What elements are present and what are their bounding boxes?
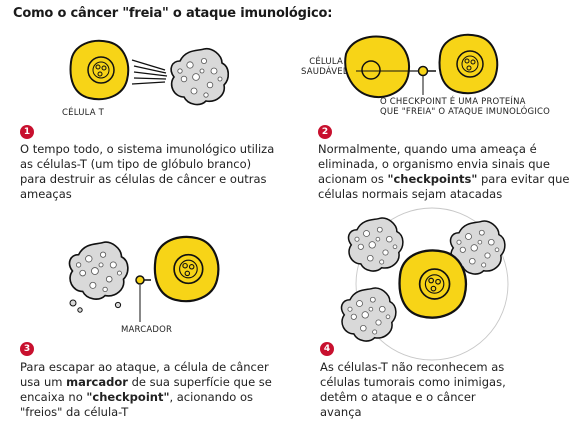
panel-4-text: As células-T não reconhecem as células t… — [320, 360, 506, 419]
t-cell — [398, 249, 468, 319]
healthy-cell-label: CÉLULA SAUDÁVEL — [301, 57, 348, 77]
cancer-cell — [347, 217, 404, 272]
marker-label: MARCADOR — [121, 325, 173, 335]
step-badge-4: 4 — [320, 342, 334, 356]
panel-2-diagram — [344, 33, 499, 98]
cancer-cell — [340, 287, 397, 342]
t-cell-label: CÉLULA T — [62, 108, 105, 118]
panel-1-text: O tempo todo, o sistema imunológico util… — [20, 142, 275, 201]
marker — [135, 275, 145, 285]
cancer-cell — [170, 47, 230, 106]
t-cell — [438, 33, 499, 95]
attack-lines — [131, 59, 168, 85]
panel-2-text: Normalmente, quando uma ameaça é elimina… — [318, 142, 570, 201]
checkpoints-bold: "checkpoints" — [387, 172, 478, 186]
marker-bold: marcador — [66, 375, 128, 389]
t-cell — [153, 235, 220, 303]
step-badge-1: 1 — [20, 125, 34, 139]
panel-3-diagram — [68, 235, 220, 322]
panel-1-diagram — [69, 39, 230, 106]
checkpoint-protein — [417, 65, 429, 77]
cancer-cell — [68, 241, 129, 300]
panel-4-diagram — [340, 207, 509, 361]
step-badge-2: 2 — [318, 125, 332, 139]
checkpoint-bold: "checkpoint" — [86, 390, 170, 404]
t-cell — [69, 39, 130, 101]
panel-3-text: Para escapar ao ataque, a célula de cânc… — [20, 360, 272, 419]
step-badge-3: 3 — [20, 342, 34, 356]
checkpoint-label: O CHECKPOINT É UMA PROTEÍNA QUE "FREIA" … — [380, 97, 551, 117]
page-title: Como o câncer "freia" o ataque imunológi… — [13, 6, 333, 21]
